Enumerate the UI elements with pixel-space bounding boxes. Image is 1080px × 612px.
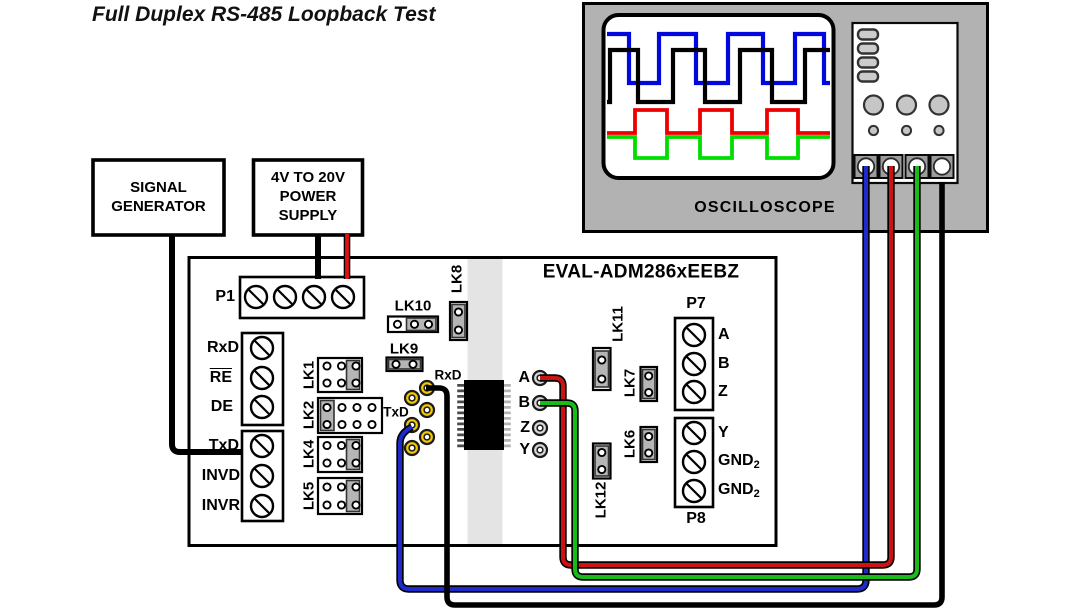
testpoint-y-label: Y (519, 441, 530, 458)
bnc-ch4 (929, 154, 955, 179)
screw-terminal (681, 379, 707, 405)
terminal-block-rxd-re-de (240, 331, 285, 427)
screw-terminal (272, 284, 298, 310)
p1-label: P1 (215, 288, 235, 305)
wires (169, 166, 945, 608)
screw-terminal (249, 493, 275, 519)
jumper-lk10[interactable] (386, 315, 440, 334)
oscilloscope-body (582, 2, 989, 233)
lk6-label: LK6 (621, 429, 639, 459)
screw-terminal (330, 284, 356, 310)
p7-pin-a-label: A (718, 326, 730, 343)
lk5-label: LK5 (300, 481, 318, 511)
screw-terminal (681, 322, 707, 348)
b-scope-wire-green (540, 166, 919, 579)
testpoint-a-label: A (518, 369, 530, 386)
waveform-ch4-black (607, 47, 830, 105)
eval-board (187, 256, 778, 547)
screw-terminal (681, 351, 707, 377)
lk2-label: LK2 (300, 400, 318, 430)
signal-generator-box (91, 158, 226, 237)
terminal-block-p7 (673, 316, 715, 412)
oscilloscope-waveforms (607, 31, 830, 160)
figure-title: Full Duplex RS-485 Loopback Test (92, 3, 436, 26)
screw-terminal (681, 478, 707, 504)
jumper-lk1[interactable] (316, 356, 364, 394)
screw-terminal (249, 463, 275, 489)
txd-label: TxD (208, 437, 239, 454)
p8-label: P8 (686, 510, 706, 527)
p8-pin-y-label: Y (718, 424, 729, 441)
testpoint-y (531, 441, 549, 459)
lk7-label: LK7 (621, 368, 639, 398)
de-label: DE (210, 398, 233, 415)
power-supply-box (251, 158, 365, 237)
waveform-ch3-green (607, 135, 830, 160)
a-scope-wire-red (540, 166, 893, 567)
re-label: RE (209, 369, 232, 386)
jumper-lk2[interactable] (316, 396, 384, 435)
p8-pin-gnd2-label: GND2 (718, 481, 760, 500)
control-knobs[interactable] (862, 94, 950, 137)
menu-buttons[interactable] (856, 28, 880, 83)
testpoint-z (531, 419, 549, 437)
jumper-lk8[interactable] (448, 300, 469, 342)
screw-terminal (243, 284, 269, 310)
waveform-ch1-blue (607, 31, 830, 86)
p7-pin-z-label: Z (718, 383, 728, 400)
screw-terminal (681, 420, 707, 446)
jumper-lk4[interactable] (316, 435, 364, 474)
invr-label: INVR (201, 497, 240, 514)
jumper-lk5[interactable] (316, 476, 364, 516)
lk12-label: LK12 (592, 481, 610, 519)
screw-terminal (681, 449, 707, 475)
txd-scope-wire-blue (398, 166, 868, 591)
testpoint-b-label: B (518, 394, 530, 411)
rxd-scope-wire-black (426, 182, 945, 608)
lk11-label: LK11 (609, 306, 627, 342)
screw-terminal (249, 335, 275, 361)
oscilloscope-label: OSCILLOSCOPE (694, 199, 836, 216)
invd-label: INVD (201, 467, 240, 484)
transceiver-chip (457, 380, 511, 450)
jumper-lk6[interactable] (639, 425, 659, 464)
signal-generator-wire (169, 234, 243, 455)
terminal-block-p8 (673, 416, 715, 509)
jumper-lk12[interactable] (591, 442, 612, 480)
screw-terminal (249, 433, 275, 459)
jumper-lk9[interactable] (385, 356, 424, 373)
screw-terminal (249, 394, 275, 420)
jumper-lk11[interactable] (591, 346, 612, 392)
jumper-lk7[interactable] (639, 365, 659, 403)
testpoint-rxd-label: RxD (434, 367, 462, 383)
terminal-block-txd-invd-invr (240, 429, 285, 523)
board-title: EVAL-ADM286xEEBZ (542, 261, 740, 283)
lk4-label: LK4 (300, 439, 318, 469)
p7-label: P7 (686, 295, 706, 312)
waveform-ch2-red (607, 108, 830, 135)
p7-pin-b-label: B (718, 355, 730, 372)
lk1-label: LK1 (300, 360, 318, 390)
screw-terminal (249, 365, 275, 391)
testpoint-txd-label: TxD (383, 404, 409, 420)
terminal-block-p1 (238, 275, 366, 320)
lk8-label: LK8 (448, 264, 466, 294)
testpoint-z-label: Z (520, 419, 530, 436)
screw-terminal (301, 284, 327, 310)
lk10-label: LK10 (394, 297, 432, 315)
oscilloscope-control-panel (851, 21, 959, 185)
p8-pin-gnd2-label: GND2 (718, 452, 760, 471)
rxd-label: RxD (206, 339, 239, 356)
lk9-label: LK9 (389, 340, 419, 358)
